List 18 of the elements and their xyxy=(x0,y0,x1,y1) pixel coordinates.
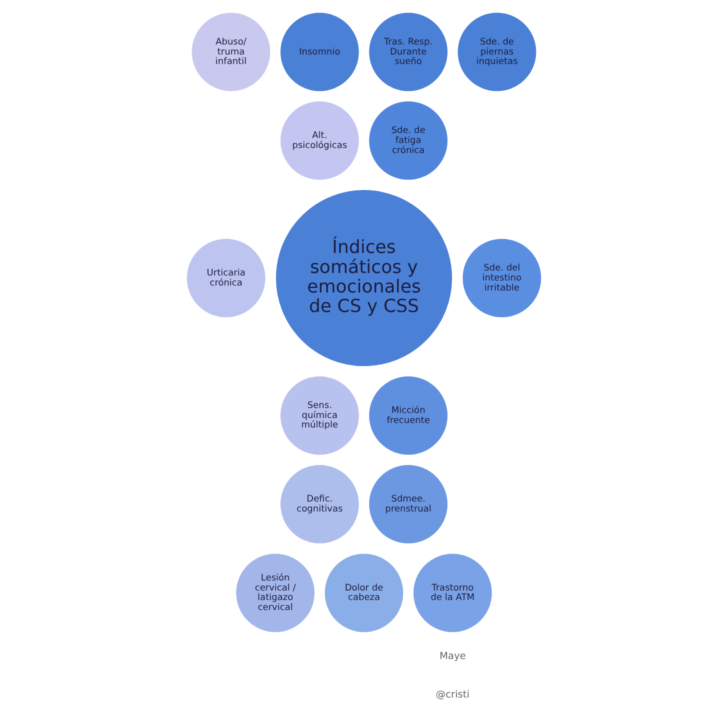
node-circle: Sdmee. prenstrual xyxy=(367,464,448,545)
node-circle: Sde. de fatiga crónica xyxy=(367,100,448,182)
node-circle: Micción frecuente xyxy=(367,375,448,456)
node-circle: Urticaria crónica xyxy=(185,238,266,319)
node-circle: Tras. Resp. Durante sueño xyxy=(367,12,448,92)
node-circle: Índices somáticos y emocionales de CS y CSS xyxy=(274,188,453,368)
node-circle: Sde. de piernas inquietas xyxy=(456,12,537,92)
node-circle: Abuso/ truma infantil xyxy=(190,12,271,92)
node-circle: Trastorno de la ATM xyxy=(412,552,493,634)
label: Maye xyxy=(438,651,466,662)
node-circle: Sens. química múltiple xyxy=(278,375,360,456)
node-circle: Insomnio xyxy=(278,12,360,92)
node-circle: Defic. cognitivas xyxy=(278,464,360,545)
label: @cristi xyxy=(435,690,470,701)
node-circle: Lesión cervical / latigazo cervical xyxy=(234,552,316,634)
node-circle: Dolor de cabeza xyxy=(323,552,404,634)
node-circle: Sde. del intestino irritable xyxy=(460,238,542,319)
node-circle: Alt. psicológicas xyxy=(278,100,360,182)
